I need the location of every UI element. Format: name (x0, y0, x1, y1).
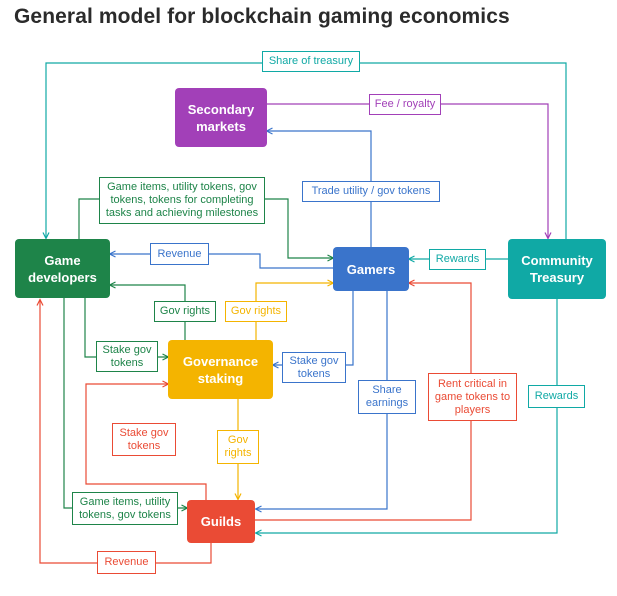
diagram-title: General model for blockchain gaming econ… (14, 5, 510, 28)
edge-share-earnings (256, 291, 388, 509)
node-game-developers: Game developers (15, 239, 110, 298)
label-rent-tokens: Rent critical in game tokens to players (428, 373, 517, 421)
label-revenue-from-gamers: Revenue (150, 243, 209, 265)
label-gov-rights-to-guilds: Gov rights (217, 430, 259, 464)
node-gamers: Gamers (333, 247, 409, 291)
label-gov-rights-to-gamers: Gov rights (225, 301, 287, 322)
node-community-treasury: Community Treasury (508, 239, 606, 299)
node-guilds: Guilds (187, 500, 255, 543)
edge-rewards-to-guilds (256, 299, 558, 533)
label-trade-tokens: Trade utility / gov tokens (302, 181, 440, 202)
label-revenue-from-guilds: Revenue (97, 551, 156, 574)
edge-game-items-to-gamers (78, 198, 333, 258)
label-game-items-to-guilds: Game items, utility tokens, gov tokens (72, 492, 178, 525)
label-share-of-treasury: Share of treasury (262, 51, 360, 72)
label-stake-from-devs: Stake gov tokens (96, 341, 158, 372)
label-gov-rights-to-devs: Gov rights (154, 301, 216, 322)
label-rewards-to-gamers: Rewards (429, 249, 486, 270)
label-stake-from-gamers: Stake gov tokens (282, 352, 346, 383)
label-share-earnings: Share earnings (358, 380, 416, 414)
edge-fee-royalty (266, 103, 548, 238)
edge-game-items-to-guilds (63, 298, 187, 508)
node-governance-staking: Governance staking (168, 340, 273, 399)
edge-trade-tokens (267, 131, 372, 248)
edge-revenue-from-gamers (110, 254, 333, 269)
label-stake-from-guilds: Stake gov tokens (112, 423, 176, 456)
node-secondary-markets: Secondary markets (175, 88, 267, 147)
edge-stake-from-guilds (85, 384, 207, 500)
label-game-items-to-gamers: Game items, utility tokens, gov tokens, … (99, 177, 265, 224)
label-rewards-to-guilds: Rewards (528, 385, 585, 408)
label-fee-royalty: Fee / royalty (369, 94, 441, 115)
